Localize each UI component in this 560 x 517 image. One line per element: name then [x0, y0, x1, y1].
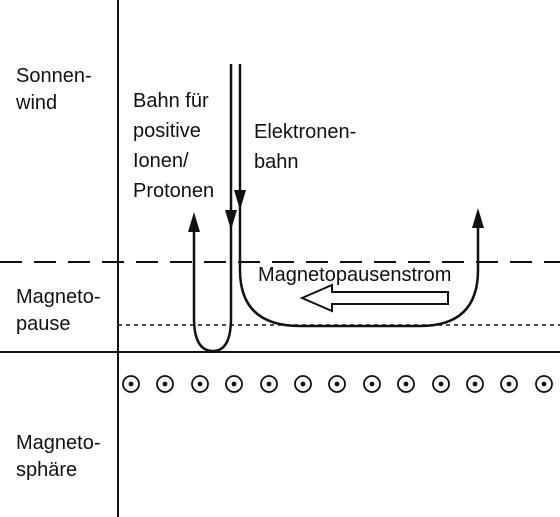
- ion-path-line: [192, 64, 233, 353]
- current-direction-arrow: [299, 283, 449, 313]
- label-magnetopause: Magneto- pause: [16, 286, 101, 335]
- ion-path-arrow-up: [188, 212, 200, 232]
- label-ion-path: Bahn für positive Ionen/ Protonen: [133, 90, 215, 202]
- electron-path-arrow-up: [472, 208, 484, 228]
- out-of-page-dot-in-circle-icon: [397, 375, 415, 393]
- field-symbol-row: [122, 375, 553, 393]
- out-of-page-dot-in-circle-icon: [466, 375, 484, 393]
- out-of-page-dot-in-circle-icon: [122, 375, 140, 393]
- out-of-page-dot-in-circle-icon: [363, 375, 381, 393]
- out-of-page-dot-in-circle-icon: [294, 375, 312, 393]
- out-of-page-dot-in-circle-icon: [535, 375, 553, 393]
- out-of-page-dot-in-circle-icon: [156, 375, 174, 393]
- label-current: Magnetopausenstrom: [258, 264, 452, 286]
- out-of-page-dot-in-circle-icon: [500, 375, 518, 393]
- electron-path-arrow-down: [234, 190, 246, 210]
- out-of-page-dot-in-circle-icon: [432, 375, 450, 393]
- label-magnetosphere: Magneto- sphäre: [16, 432, 101, 481]
- electron-path-line: [238, 64, 480, 328]
- label-solar-wind: Sonnen- wind: [16, 65, 92, 114]
- ion-path-arrow-down: [225, 210, 237, 230]
- out-of-page-dot-in-circle-icon: [328, 375, 346, 393]
- out-of-page-dot-in-circle-icon: [225, 375, 243, 393]
- label-electron-path: Elektronen- bahn: [254, 121, 357, 173]
- out-of-page-dot-in-circle-icon: [260, 375, 278, 393]
- out-of-page-dot-in-circle-icon: [191, 375, 209, 393]
